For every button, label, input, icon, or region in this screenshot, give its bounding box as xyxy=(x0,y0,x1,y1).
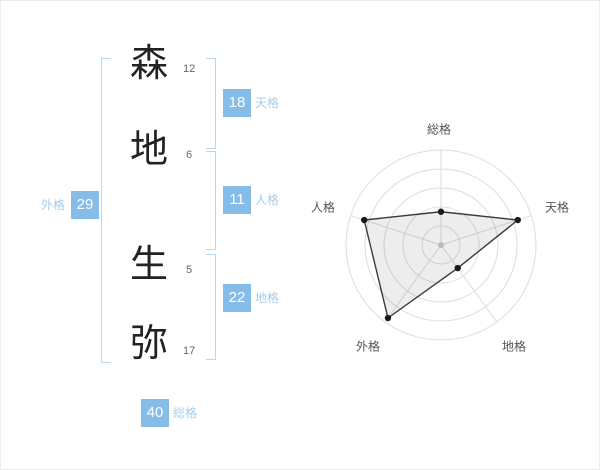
stroke-count-4: 17 xyxy=(183,345,196,357)
chikaku-label: 地格 xyxy=(255,291,280,305)
soukaku-value-box: 40 xyxy=(141,399,169,427)
radar-label-chikaku: 地格 xyxy=(501,339,527,354)
stroke-count-2: 6 xyxy=(186,149,193,161)
radar-chart: 総格 天格 地格 外格 人格 xyxy=(309,109,573,379)
stroke-count-3: 5 xyxy=(186,264,193,276)
jinkaku-value-box: 11 xyxy=(223,186,251,214)
radar-label-gaikaku: 外格 xyxy=(355,339,381,354)
radar-label-soukaku: 総格 xyxy=(426,122,452,137)
chikaku-value-box: 22 xyxy=(223,284,251,312)
name-char-3: 生 xyxy=(129,244,168,286)
tenkaku-value-box: 18 xyxy=(223,89,251,117)
gaikaku-value-box: 29 xyxy=(71,191,99,219)
gaikaku-label: 外格 xyxy=(41,198,66,212)
jinkaku-label: 人格 xyxy=(255,193,280,207)
tenkaku-label: 天格 xyxy=(255,96,280,110)
radar-chart-svg xyxy=(345,149,537,341)
chikaku-bracket xyxy=(206,254,216,360)
radar-label-tenkaku: 天格 xyxy=(544,200,570,215)
tenkaku-bracket xyxy=(206,58,216,149)
stroke-count-1: 12 xyxy=(183,63,196,75)
radar-label-jinkaku: 人格 xyxy=(310,200,336,215)
soukaku-label: 総格 xyxy=(173,406,198,420)
jinkaku-bracket xyxy=(206,151,216,250)
name-char-4: 弥 xyxy=(129,323,168,365)
name-char-2: 地 xyxy=(129,129,168,171)
gaikaku-bracket xyxy=(101,58,111,363)
name-char-1: 森 xyxy=(129,43,168,85)
